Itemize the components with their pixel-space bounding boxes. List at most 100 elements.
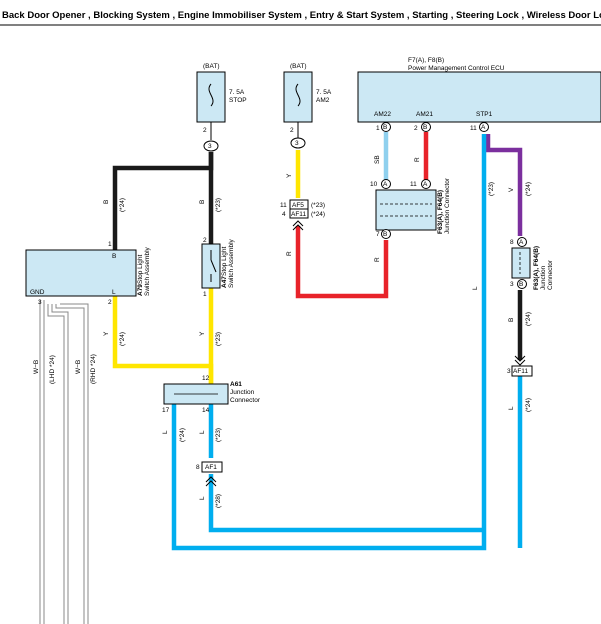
f63-mid-conn-left-label: A: [383, 181, 388, 188]
fuse-stop-name: STOP: [229, 97, 247, 104]
label-b-a79: B: [103, 200, 110, 204]
label-l-a61-out: L: [199, 430, 206, 434]
ecu-pin-am21-num: 2: [414, 125, 418, 132]
label-l-stp1: L: [472, 286, 479, 290]
label-y-a47: Y: [199, 331, 206, 336]
label-y-am2: Y: [286, 173, 293, 178]
svg-text:B: B: [508, 318, 515, 322]
fuse-stop-rating: 7. 5A: [229, 89, 245, 96]
af5-name: AF5: [292, 202, 304, 209]
af5-num: 11: [280, 202, 287, 209]
svg-text:V: V: [508, 187, 515, 192]
svg-text:(*24): (*24): [119, 332, 126, 346]
af11-b-box: [511, 365, 533, 377]
fuse-stop-icon: [208, 83, 214, 107]
af11-a-box: [289, 208, 309, 219]
label-l-a61-left: L: [162, 430, 169, 434]
label-wb-2: W−B: [75, 360, 82, 374]
diagram-title: Back Door Opener , Blocking System , Eng…: [2, 10, 601, 21]
label-r-am2: R: [286, 251, 293, 256]
a61-pin-left: 17: [162, 407, 170, 414]
fuse-am2-box: [283, 71, 313, 123]
wire-blue-af1: [208, 474, 484, 533]
ecu-box: [357, 71, 601, 123]
a47-label-group: A47 Stop Light Switch Assembly: [221, 238, 235, 288]
fuse-am2-icon: [295, 83, 301, 107]
svg-text:Y: Y: [103, 331, 110, 336]
a79-name2: Switch Assembly: [144, 246, 151, 296]
label-r-mid: R: [374, 257, 381, 262]
svg-text:L: L: [162, 430, 169, 434]
label-n24-y: (*24): [119, 332, 126, 346]
label-l-af11: L: [508, 406, 515, 410]
wire-gnd-4: [51, 304, 69, 624]
f63-mid-box: [375, 189, 437, 231]
label-n23-a61-out: (*23): [215, 428, 222, 442]
fuse-stop-node: [203, 140, 219, 152]
fuse-am2-name: AM2: [316, 97, 330, 104]
af1-name: AF1: [205, 464, 217, 471]
f63-right-box: [511, 247, 531, 279]
af11-a-note: (*24): [311, 211, 325, 218]
f63-mid-pin-left: 10: [370, 181, 378, 188]
ecu-pin-am22-conn-label: B: [383, 124, 387, 131]
svg-text:Y: Y: [286, 173, 293, 178]
f63-right-pin-top: 8: [510, 239, 514, 246]
af11-b-num: 3: [507, 368, 511, 375]
a79-pin-gnd: 3: [38, 299, 42, 306]
f63-mid-code: F63(A), F64(B): [437, 190, 444, 234]
svg-text:(*23): (*23): [215, 332, 222, 346]
ecu-pin-stp1-conn-label: A: [481, 124, 486, 131]
f63-mid-name: Junction Connector: [444, 177, 451, 234]
label-rhd24: (RHD *24): [90, 354, 97, 384]
fuse-am2-node-label: 3: [295, 140, 299, 147]
wire-violet-stp1: [485, 134, 523, 236]
f63-mid-conn-bottom-label: B: [383, 231, 387, 238]
svg-text:(*24): (*24): [119, 198, 126, 212]
f63-mid-pin-bottom: 7: [376, 231, 380, 238]
label-n23-y: (*23): [215, 332, 222, 346]
a79-term-l: L: [112, 289, 116, 296]
wire-red-am2: [295, 226, 389, 299]
a47-pin-bottom: 1: [203, 291, 207, 298]
label-wb-1: W−B: [33, 360, 40, 374]
wire-blue-stp1: [171, 134, 487, 551]
fuse-stop-pin: 2: [203, 127, 207, 134]
wire-black-a79: [112, 152, 214, 250]
wire-gnd-5: [55, 304, 85, 624]
svg-text:L: L: [472, 286, 479, 290]
af11-b-chevron-icon: [514, 355, 526, 366]
svg-text:(*23): (*23): [215, 428, 222, 442]
wire-yellow-a79: [112, 296, 214, 384]
wire-gnd-6: [60, 303, 89, 624]
label-n23-a47: (*23): [215, 198, 222, 212]
af11-b-name: AF11: [513, 368, 528, 375]
svg-text:R: R: [414, 157, 421, 162]
ecu-code: F7(A), F8(B): [408, 57, 444, 64]
f63-mid-label-group: F63(A), F64(B) Junction Connector: [437, 177, 451, 234]
wire-gnd-3: [47, 304, 65, 624]
f63-right-label-group: F63(A), F64(B) Junction Connector: [533, 246, 554, 290]
a61-pin-in: 12: [202, 375, 210, 382]
fuse-stop-box: [196, 71, 226, 123]
svg-text:W−B: W−B: [33, 360, 40, 374]
ecu-pin-am22-num: 1: [376, 125, 380, 132]
label-n24-a61-left: (*24): [179, 428, 186, 442]
a47-box: [201, 243, 221, 289]
af1-num: 8: [196, 464, 200, 471]
f63-right-name1: Junction: [540, 265, 547, 290]
label-n24-b-right: (*24): [525, 312, 532, 326]
a79-label-group: A79 Stop Light Switch Assembly: [137, 246, 151, 296]
svg-text:(*28): (*28): [215, 494, 222, 508]
ecu-pin-am22-name: AM22: [374, 111, 391, 118]
f63-right-conn-top-label: A: [519, 239, 524, 246]
svg-text:L: L: [508, 406, 515, 410]
af5-note: (*23): [311, 202, 325, 209]
svg-text:(*24): (*24): [525, 398, 532, 412]
a47-name2: Switch Assembly: [228, 238, 235, 288]
af11-a-name: AF11: [291, 211, 306, 218]
f63-mid-pin-right: 11: [410, 181, 417, 188]
svg-text:R: R: [374, 257, 381, 262]
label-l-af1: L: [199, 496, 206, 500]
